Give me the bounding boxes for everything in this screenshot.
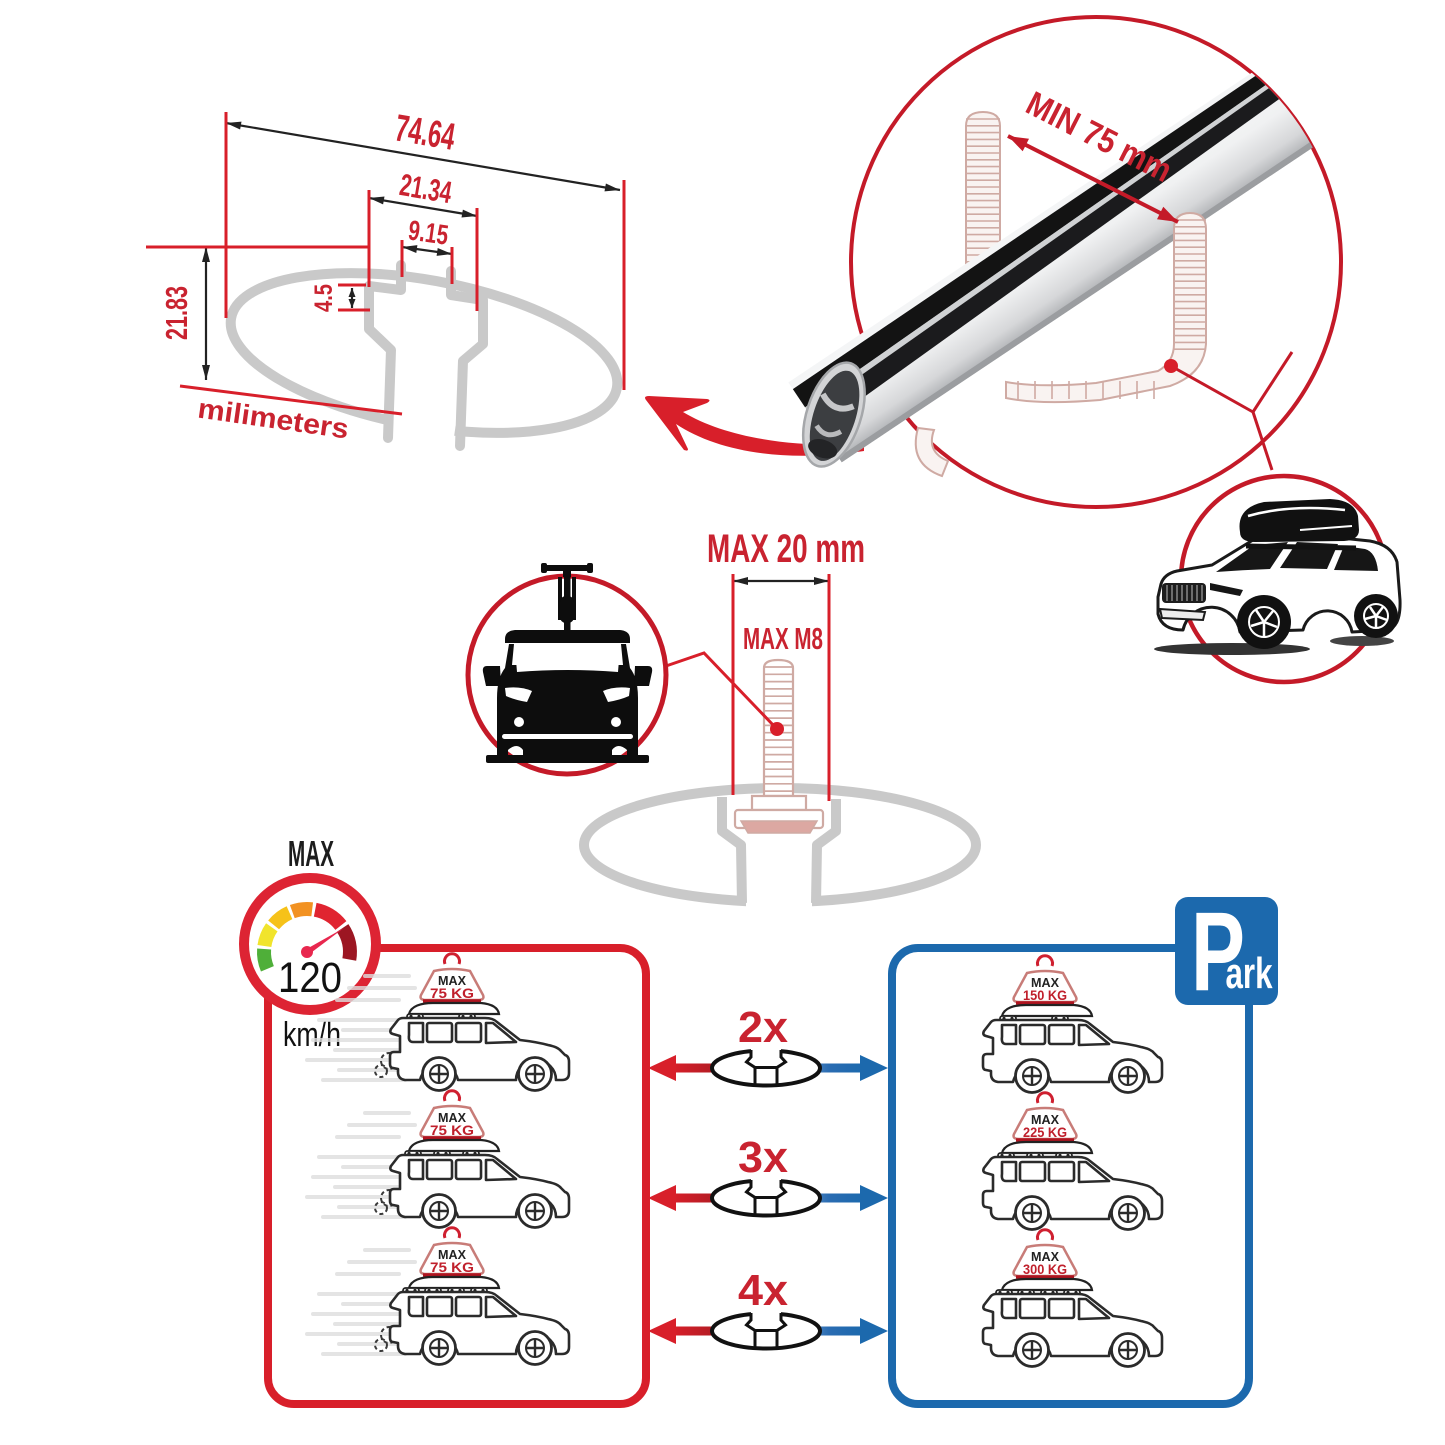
svg-text:P: P <box>1191 889 1245 1014</box>
svg-text:MAX: MAX <box>1031 1112 1059 1127</box>
svg-text:120: 120 <box>278 954 342 1002</box>
svg-text:75 KG: 75 KG <box>430 985 474 1001</box>
svg-text:225 KG: 225 KG <box>1023 1124 1067 1140</box>
svg-text:21.34: 21.34 <box>397 167 455 210</box>
svg-text:MAX: MAX <box>1031 1249 1059 1264</box>
svg-text:MAX: MAX <box>1031 975 1059 990</box>
svg-text:4x: 4x <box>738 1266 789 1315</box>
svg-text:9.15: 9.15 <box>406 214 450 250</box>
svg-text:75 KG: 75 KG <box>430 1122 474 1138</box>
svg-text:MAX: MAX <box>438 1110 466 1125</box>
svg-text:km/h: km/h <box>283 1016 341 1054</box>
svg-text:75 KG: 75 KG <box>430 1259 474 1275</box>
svg-text:300 KG: 300 KG <box>1023 1261 1067 1277</box>
svg-text:MAX 20 mm: MAX 20 mm <box>707 527 865 571</box>
svg-text:MAX: MAX <box>288 833 334 874</box>
svg-text:MAX: MAX <box>438 973 466 988</box>
svg-text:ark: ark <box>1226 949 1273 998</box>
svg-text:4.5: 4.5 <box>310 284 338 312</box>
svg-text:2x: 2x <box>738 1003 789 1052</box>
svg-text:3x: 3x <box>738 1133 789 1182</box>
svg-text:MAX: MAX <box>438 1247 466 1262</box>
svg-text:MAX M8: MAX M8 <box>743 621 823 656</box>
svg-text:74.64: 74.64 <box>392 107 458 158</box>
svg-text:21.83: 21.83 <box>159 286 194 340</box>
svg-text:150 KG: 150 KG <box>1023 987 1067 1003</box>
